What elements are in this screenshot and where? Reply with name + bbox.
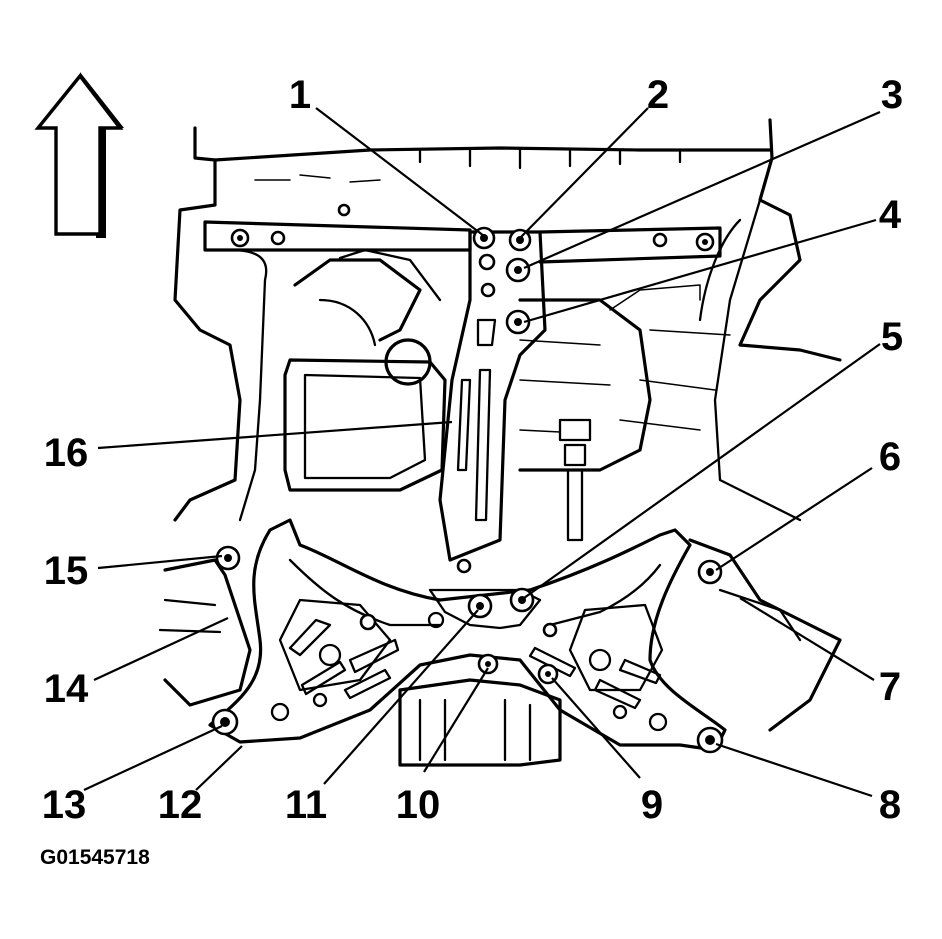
- callout-7: 7: [879, 665, 901, 709]
- center-longitudinal-member: [438, 226, 547, 562]
- callout-15: 15: [44, 549, 89, 593]
- callout-10: 10: [396, 783, 441, 827]
- callout-3: 3: [881, 73, 903, 117]
- leader-lines: [83, 107, 881, 798]
- left-side-bracket: [158, 545, 252, 707]
- figure-id: G01545718: [40, 846, 150, 869]
- callout-1: 1: [289, 73, 311, 117]
- callout-9: 9: [641, 783, 663, 827]
- callout-6: 6: [879, 435, 901, 479]
- callout-5: 5: [881, 315, 903, 359]
- callout-8: 8: [879, 783, 901, 827]
- callout-4: 4: [879, 193, 902, 237]
- oil-pan-outline: [283, 248, 447, 492]
- callout-12: 12: [158, 783, 203, 827]
- front-suspension-crossmember: [208, 518, 727, 752]
- callout-16: 16: [44, 431, 89, 475]
- front-cross-rail: [203, 203, 722, 264]
- up-arrow-icon: [34, 72, 124, 238]
- engine-underside-outline: [173, 118, 842, 522]
- callout-13: 13: [42, 783, 87, 827]
- callout-2: 2: [647, 73, 669, 117]
- callout-labels: 1 2 3 4 5 6 7 8 9 10 11 12 13 14 15 16: [42, 73, 903, 827]
- callout-11: 11: [285, 783, 327, 827]
- right-side-bracket: [688, 538, 842, 732]
- callout-14: 14: [44, 667, 89, 711]
- transaxle-outline: [518, 284, 701, 542]
- lower-center-housing: [348, 638, 577, 767]
